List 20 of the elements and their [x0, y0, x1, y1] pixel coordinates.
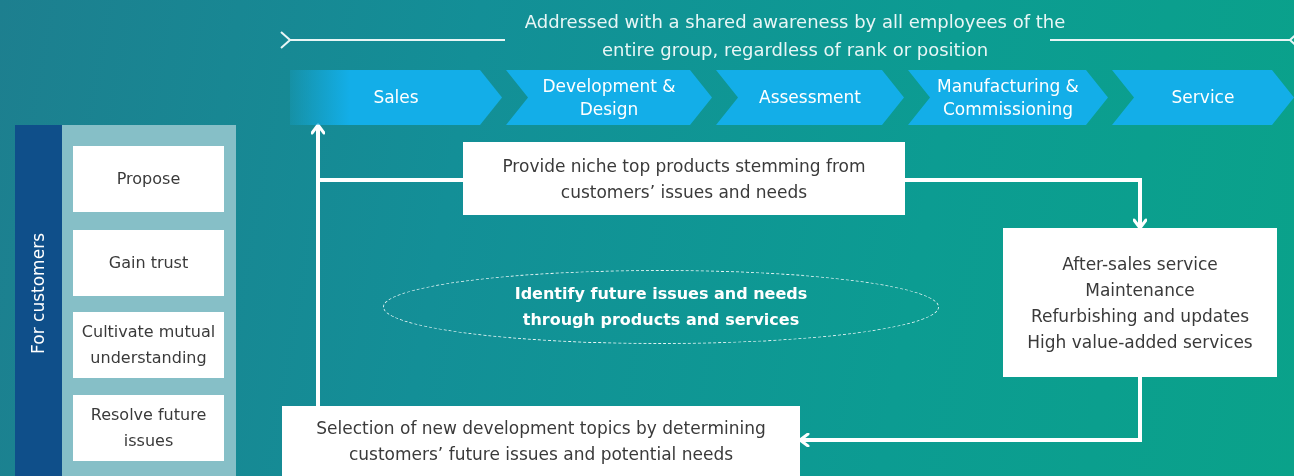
service-item: Maintenance — [1085, 278, 1195, 302]
process-step-banner: Service — [1112, 70, 1294, 125]
banner-text: Addressed with a shared awareness by all employees of the entire group, regardless of rank or position — [523, 10, 1067, 62]
process-step-banner: Sales — [290, 70, 502, 125]
text-box: Gain trust — [73, 230, 224, 296]
process-step-banner: Assessment — [716, 70, 904, 125]
service-item: High value-added services — [1027, 330, 1253, 354]
text-box: Resolve future issues — [73, 395, 224, 461]
process-step-banner: Development & Design — [506, 70, 712, 125]
panel-title: For customers — [28, 233, 48, 354]
text-box: Selection of new development topics by determining customers’ future issues and potential needs — [282, 406, 800, 476]
service-item: Refurbishing and updates — [1030, 304, 1250, 328]
text-box: Provide niche top products stemming from customers’ issues and needs — [463, 142, 905, 215]
process-step-banner: Manufacturing & Commissioning — [908, 70, 1108, 125]
service-item: After-sales service — [1062, 252, 1218, 276]
customer-panel — [15, 125, 236, 476]
text-box: Propose — [73, 146, 224, 212]
text-box: Cultivate mutual understanding — [73, 312, 224, 378]
arrow — [905, 178, 1148, 230]
text-box — [1003, 228, 1277, 377]
